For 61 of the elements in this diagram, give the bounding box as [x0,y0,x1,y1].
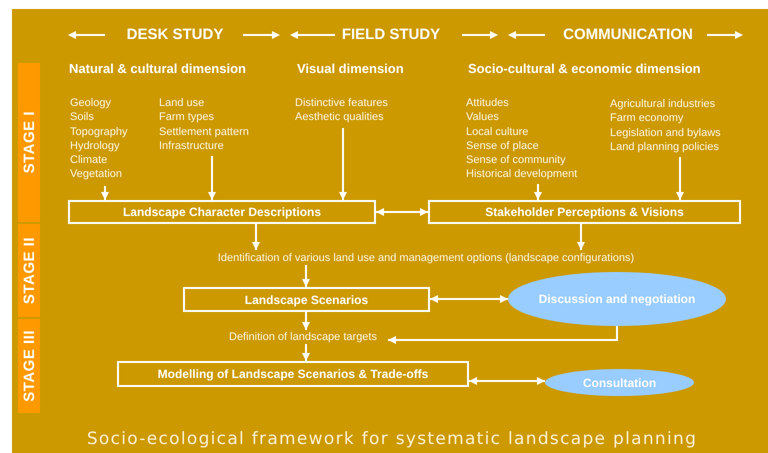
box-label: Modelling of Landscape Scenarios & Trade-offs [158,367,428,381]
list-item: Farm types [159,110,216,125]
process-box [117,361,469,387]
arrow [252,224,260,250]
stage-label: STAGE II [20,236,38,304]
process-box [68,200,376,224]
stage-band [18,63,40,222]
dimension-heading: Socio-cultural & economic dimension [468,61,701,76]
box-label: Landscape Character Descriptions [122,205,322,219]
list-item: Vegetation [70,167,123,182]
list-item: Farm economy [610,111,684,126]
list-item: Sense of place [466,138,540,154]
arrow [676,157,684,200]
arrow [302,312,310,330]
ellipse-label: Discussion and negotiation [538,292,696,306]
arrow [376,208,428,216]
stage-label: STAGE III [20,330,38,402]
box-label: Landscape Scenarios [244,292,368,306]
process-box [428,200,741,224]
list-item: Attitudes [466,96,510,110]
list-item: Geology [70,96,112,110]
dimension-heading: Visual dimension [297,61,404,76]
stage-label: STAGE I [20,111,38,174]
list-item: Climate [70,153,108,168]
arrow [577,224,585,250]
list-item: Sense of community [466,153,567,168]
list-item: Land planning policies [610,140,720,154]
list-item: Historical development [466,167,578,182]
arrow [469,377,545,385]
caption: Socio-ecological framework for systematic landscape planning [86,429,698,449]
dimension-heading: Natural & cultural dimension [69,61,246,76]
list-item: Topography [70,124,128,139]
process-box [183,287,430,312]
phase-heading: DESK STUDY [126,26,224,43]
arrow [302,265,310,287]
arrow [430,295,508,303]
list-item: Aesthetic qualities [295,110,385,125]
list-item: Distinctive features [295,96,389,110]
step-note: Definition of landscape targets [229,331,377,343]
step-note: Identification of various land use and management options (landscape configurations) [218,252,634,264]
list-item: Land use [159,96,206,110]
list-item: Values [466,110,500,125]
list-item: Agricultural industries [610,97,716,112]
box-label: Stakeholder Perceptions & Visions [485,205,684,219]
list-item: Hydrology [70,138,121,154]
arrow [302,344,310,361]
list-item: Settlement pattern [159,124,250,139]
stage-band [18,224,40,317]
arrow [101,186,109,200]
list-item: Legislation and bylaws [610,126,722,140]
arrow [388,326,618,344]
stage-band [18,319,40,413]
list-item: Soils [70,110,95,125]
ellipse-label: Consultation [582,376,656,390]
list-item: Local culture [466,124,530,139]
list-item: Infrastructure [159,138,225,154]
arrow [534,184,542,200]
phase-heading: COMMUNICATION [563,26,693,43]
phase-heading: FIELD STUDY [342,26,440,43]
arrow [339,128,347,200]
arrow [208,156,216,200]
